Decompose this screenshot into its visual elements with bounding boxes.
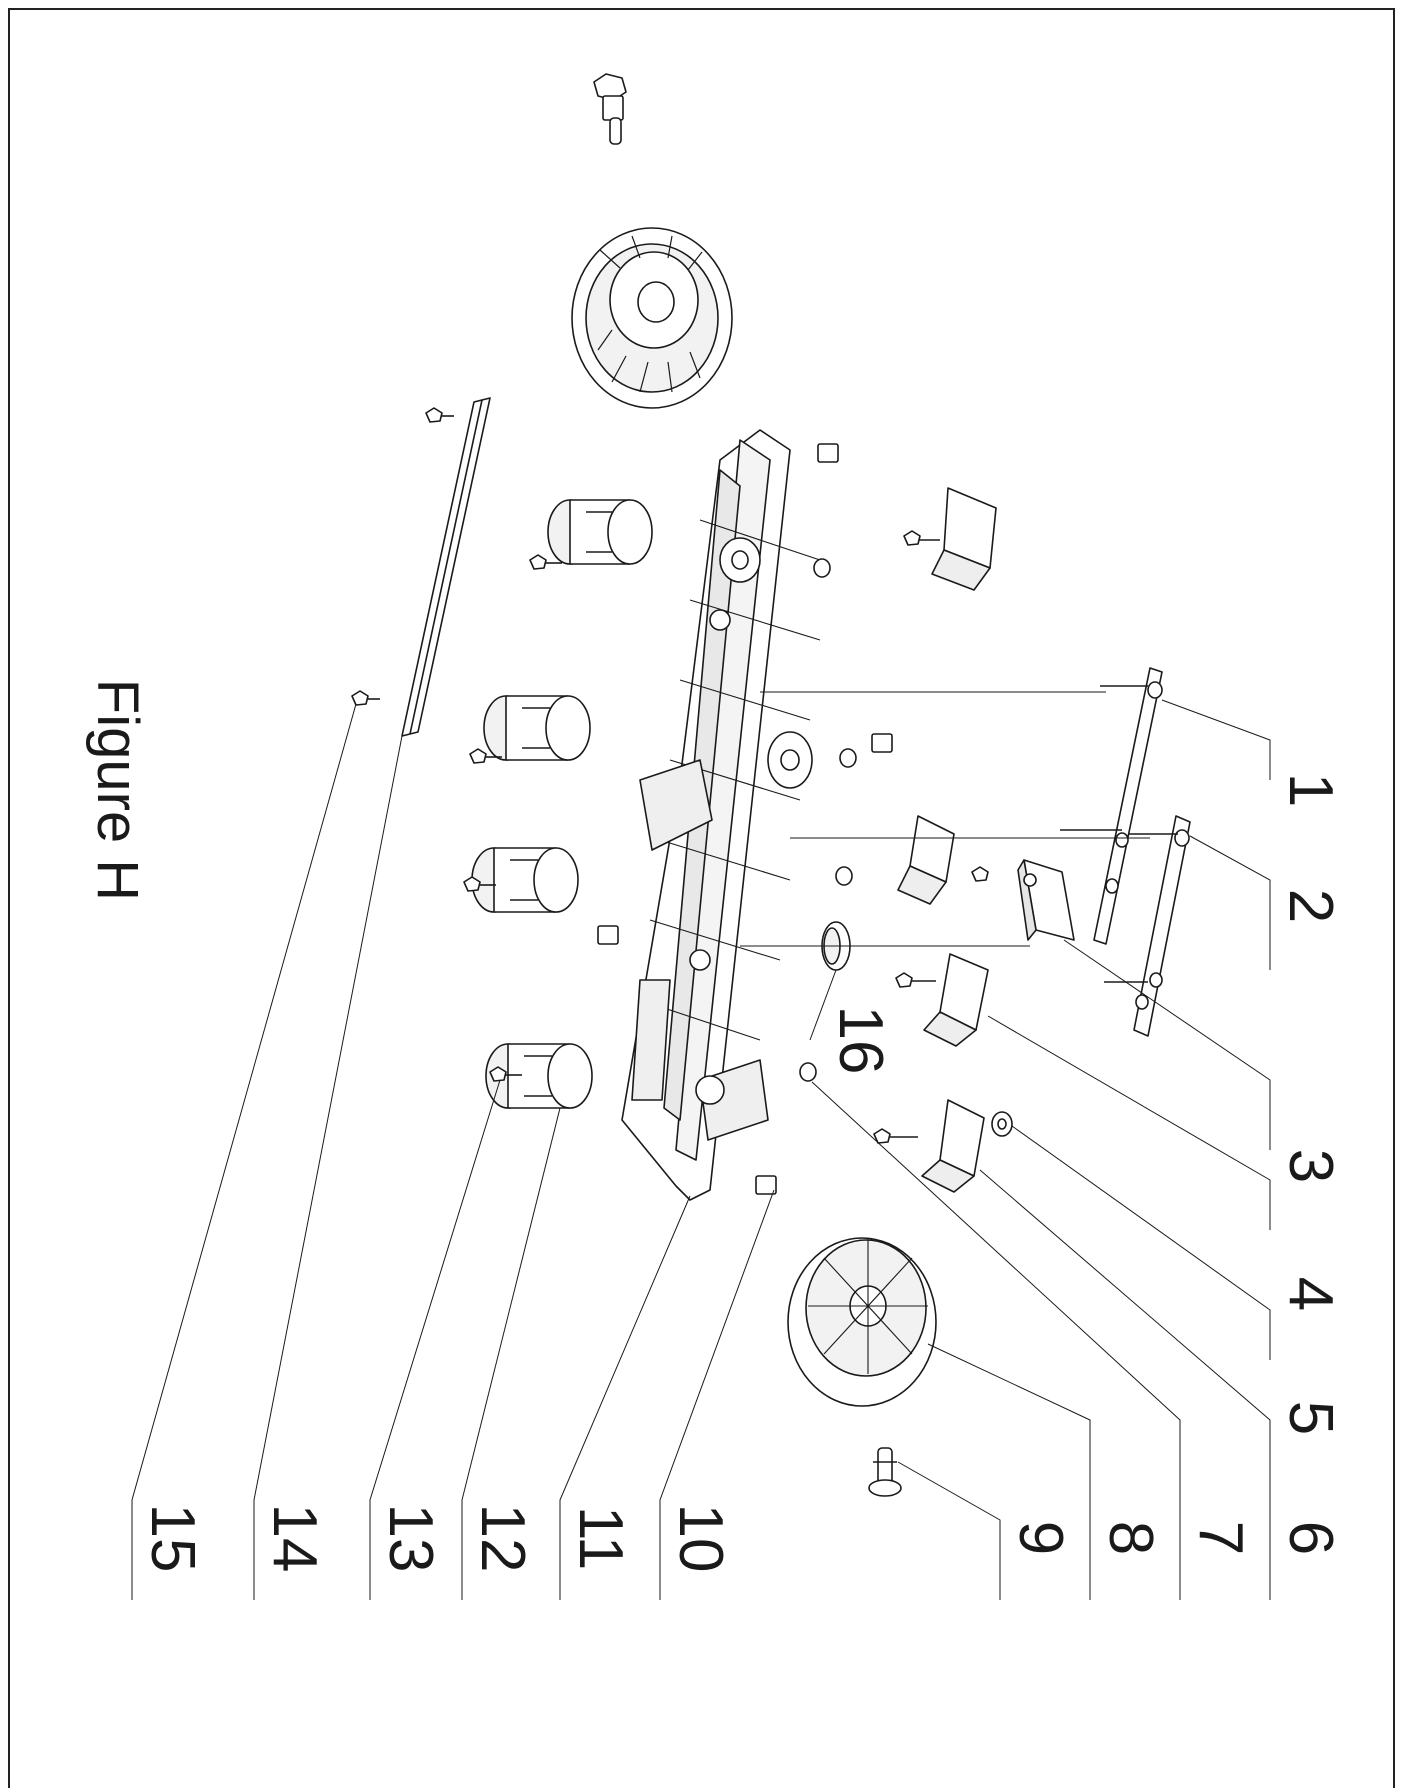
callout-3: 3 xyxy=(1276,1149,1345,1183)
washer-b xyxy=(839,748,857,768)
axle-bolt-lower xyxy=(868,1447,902,1497)
callout-1: 1 xyxy=(1276,773,1345,807)
figure-title: Figure H xyxy=(85,679,150,901)
plate-2 xyxy=(1104,815,1191,1037)
washer-c xyxy=(835,866,853,886)
screw-15 xyxy=(351,690,380,706)
washer-d xyxy=(799,1062,817,1082)
callout-14: 14 xyxy=(260,1504,329,1573)
callout-4: 4 xyxy=(1276,1277,1345,1311)
leader-lines xyxy=(131,691,1271,1600)
roller-1 xyxy=(547,499,653,565)
rear-axle-bar xyxy=(401,397,491,737)
mount-pad-7 xyxy=(873,1099,985,1193)
callout-10: 10 xyxy=(666,1504,735,1573)
figure-frame xyxy=(8,8,1395,1788)
clip-nut-2 xyxy=(871,733,893,753)
roller-4 xyxy=(485,1043,593,1109)
wheel-lower xyxy=(787,1237,937,1407)
callout-6: 6 xyxy=(1276,1521,1345,1555)
bracket-middle xyxy=(897,815,989,905)
plate-1 xyxy=(1060,667,1163,945)
callout-15: 15 xyxy=(138,1504,207,1573)
callout-16: 16 xyxy=(826,1006,895,1075)
callout-11: 11 xyxy=(566,1506,635,1570)
washer-a xyxy=(813,558,831,578)
roller-pin-4 xyxy=(489,1066,522,1082)
bracket-upper xyxy=(903,487,997,591)
clip-nut-4 xyxy=(755,1175,777,1195)
clip-nut-1 xyxy=(817,443,839,463)
roller-pin-2 xyxy=(469,748,502,764)
callout-9: 9 xyxy=(1006,1521,1075,1555)
main-deck xyxy=(621,429,821,1201)
wheel-upper xyxy=(571,227,733,409)
roller-3 xyxy=(471,847,579,913)
roller-pin-1 xyxy=(529,554,562,570)
clip-nut-3 xyxy=(597,925,619,945)
roller-pin-3 xyxy=(463,876,496,892)
callout-12: 12 xyxy=(468,1504,537,1573)
callout-8: 8 xyxy=(1096,1521,1165,1555)
callout-5: 5 xyxy=(1276,1401,1345,1435)
axle-bolt-upper xyxy=(593,73,627,145)
callout-2: 2 xyxy=(1276,889,1345,923)
roller-2 xyxy=(483,695,591,761)
spacer-block-3 xyxy=(1017,859,1075,941)
callout-7: 7 xyxy=(1186,1521,1255,1555)
callout-13: 13 xyxy=(376,1504,445,1573)
screw-14a xyxy=(425,407,454,423)
mount-pad-4 xyxy=(895,953,989,1047)
flange-nut-5 xyxy=(991,1111,1013,1137)
